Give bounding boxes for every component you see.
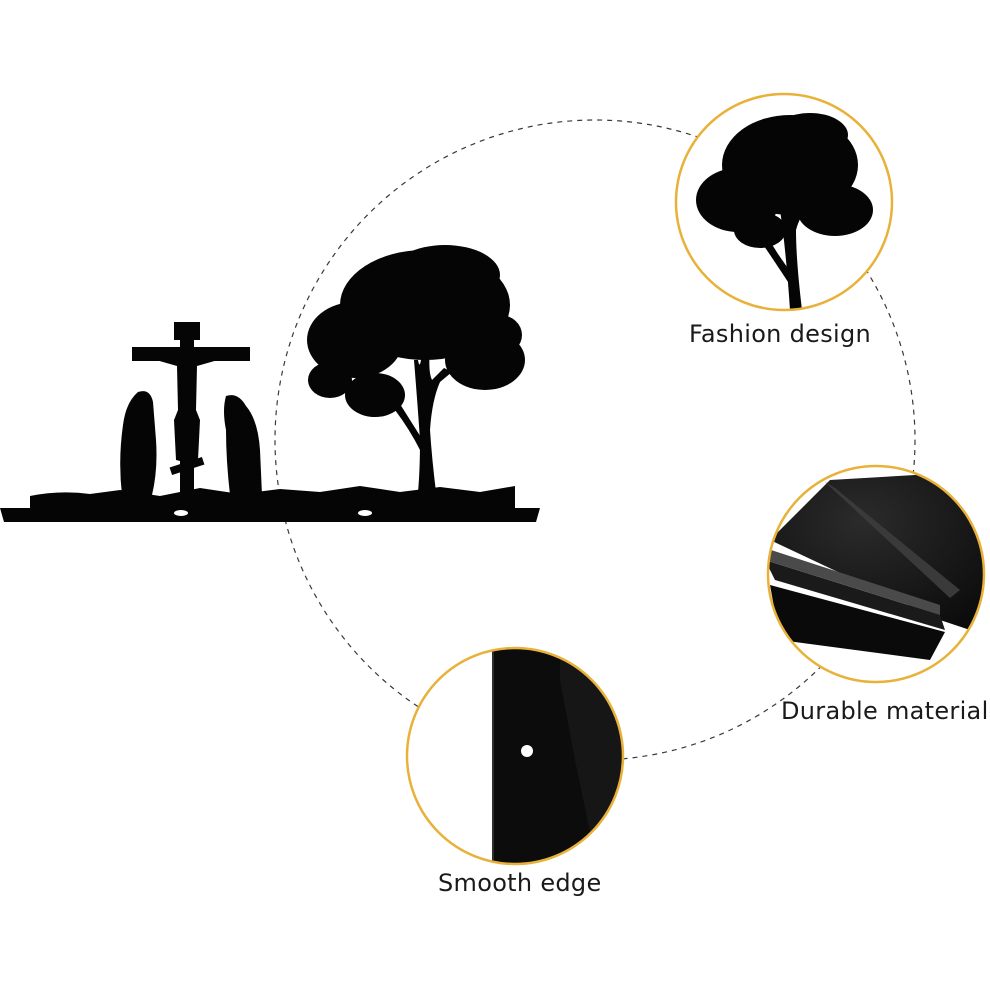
smooth-edge-closeup (405, 646, 625, 866)
durable-material-closeup (766, 464, 986, 684)
fashion-design-closeup (674, 92, 894, 312)
metal-corner-closeup-icon (768, 470, 984, 660)
feature-label-durable-material: Durable material (781, 697, 989, 725)
metal-edge-closeup-icon (492, 648, 623, 864)
feature-label-smooth-edge: Smooth edge (438, 869, 602, 897)
tree-closeup-icon (696, 113, 873, 310)
feature-label-fashion-design: Fashion design (689, 320, 872, 348)
crucifixion-scene-silhouette (0, 245, 540, 522)
